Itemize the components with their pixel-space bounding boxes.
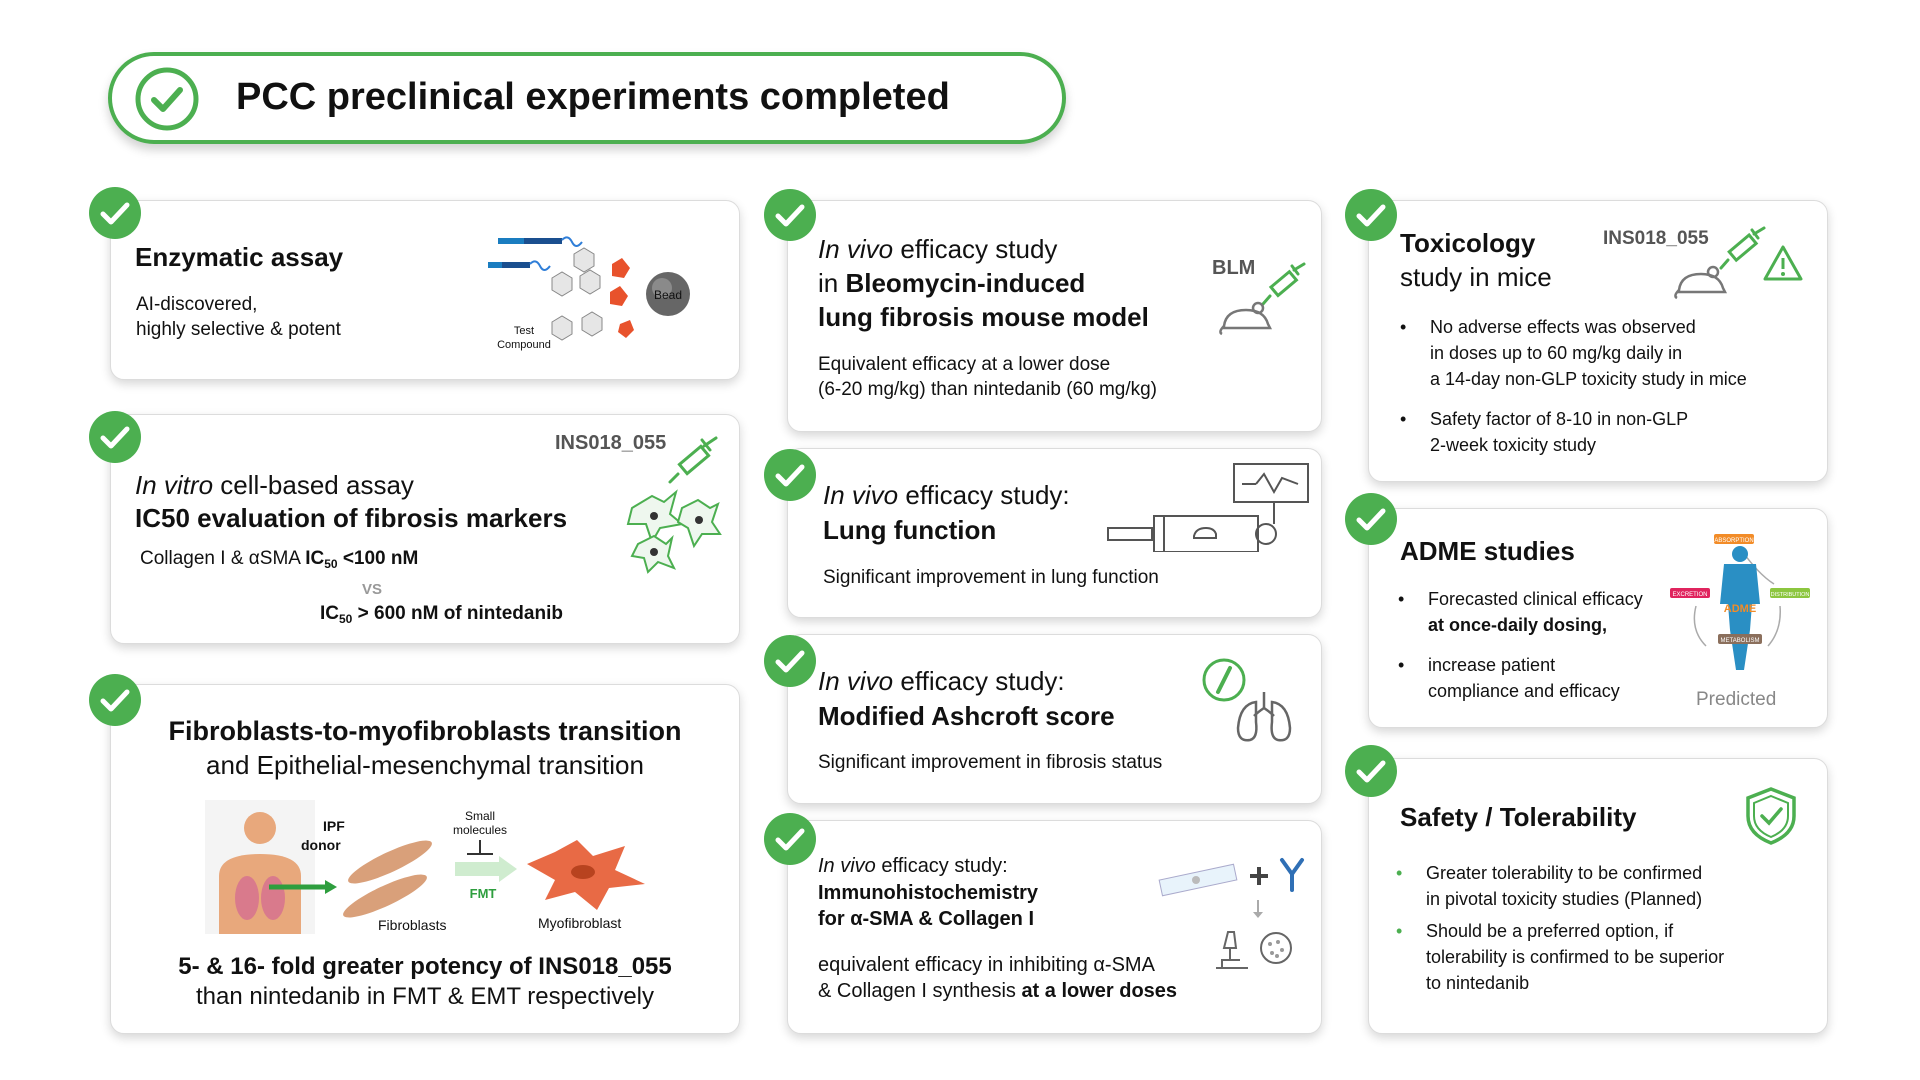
ihc-line3: for α-SMA & Collagen I: [818, 908, 1034, 930]
check-circle-icon: [89, 674, 141, 726]
check-circle-icon: [764, 189, 816, 241]
check-circle-icon: [764, 635, 816, 687]
enzymatic-line2: highly selective & potent: [136, 319, 341, 340]
ihc-line1: In vivo efficacy study:: [818, 855, 1008, 877]
metabolism-label: METABOLISM: [1721, 638, 1760, 644]
blm-line1: In vivo efficacy study: [818, 234, 1058, 264]
safety-tolerability-card: [1368, 758, 1828, 1034]
vs-label: VS: [362, 581, 383, 598]
mouse-icon: [1674, 265, 1728, 300]
fmt-label: FMT: [470, 886, 497, 901]
tox-code: INS018_055: [1603, 228, 1709, 249]
in-vitro-line4: IC50 > 600 nM of nintedanib: [320, 603, 563, 626]
check-circle-icon: [89, 411, 141, 463]
ihc-desc2: & Collagen I synthesis at a lower doses: [818, 980, 1178, 1002]
title-banner: PCC preclinical experiments completed: [108, 52, 1066, 144]
in-vitro-line1: In vitro cell-based assay: [135, 470, 414, 500]
adme-title: ADME studies: [1400, 536, 1575, 566]
compound-code: INS018_055: [555, 432, 667, 454]
tox-title1: Toxicology: [1400, 228, 1536, 258]
adme-card: [1368, 508, 1828, 728]
ihc-line2: Immunohistochemistry: [818, 882, 1039, 904]
cell-cluster-icon: [626, 489, 722, 574]
blm-desc1: Equivalent efficacy at a lower dose: [818, 354, 1111, 375]
page-title: PCC preclinical experiments completed: [236, 76, 950, 118]
mouse-icon: [1219, 301, 1273, 336]
fmt-title1: Fibroblasts-to-myofibroblasts transition: [168, 716, 682, 746]
in-vitro-line3: Collagen I & αSMA IC50 <100 nM: [140, 548, 419, 571]
enzymatic-line1: AI-discovered,: [136, 294, 258, 315]
assay-diagram: Bead Test Compound: [488, 236, 690, 351]
safety-title: Safety / Tolerability: [1400, 802, 1637, 832]
blm-line2: in Bleomycin-induced: [818, 268, 1086, 298]
myofibroblast-label: Myofibroblast: [538, 915, 621, 931]
ihc-diagram: [1158, 858, 1304, 969]
check-circle-icon: [1345, 493, 1397, 545]
fmt-title2: and Epithelial-mesenchymal transition: [206, 750, 644, 780]
excretion-label: EXCRETION: [1672, 592, 1707, 598]
blm-line3: lung fibrosis mouse model: [818, 302, 1149, 332]
in-vitro-assay-card: [110, 414, 740, 644]
ipf-label1: IPF: [323, 818, 345, 834]
lungfn-line2: Lung function: [823, 515, 997, 545]
check-circle-icon: [135, 67, 199, 131]
check-circle-icon: [1345, 189, 1397, 241]
fmt-result2: than nintedanib in FMT & EMT respectivel…: [196, 983, 654, 1010]
check-circle-icon: [1345, 745, 1397, 797]
ihc-card: [787, 820, 1322, 1034]
lung-function-card: [787, 448, 1322, 618]
bleomycin-study-card: [787, 200, 1322, 432]
small-label2: molecules: [453, 823, 507, 837]
test-label: Test: [514, 325, 534, 337]
check-circle-icon: [89, 187, 141, 239]
warning-icon: [1763, 245, 1803, 281]
lungfn-line1: In vivo efficacy study:: [823, 480, 1070, 510]
in-vitro-line2: IC50 evaluation of fibrosis markers: [135, 503, 568, 533]
adme-word: ADME: [1724, 603, 1756, 615]
check-circle-icon: [764, 449, 816, 501]
syringe-icon: [1719, 226, 1766, 270]
lungfn-desc: Significant improvement in lung function: [823, 567, 1159, 588]
fibroblasts-label: Fibroblasts: [378, 917, 446, 933]
distribution-label: DISTRIBUTION: [1771, 592, 1810, 598]
blm-label: BLM: [1212, 257, 1256, 279]
ihc-desc1: equivalent efficacy in inhibiting α-SMA: [818, 954, 1155, 976]
lung-function-apparatus: [1107, 463, 1309, 552]
syringe-icon: [1261, 262, 1306, 306]
check-circle-icon: [764, 813, 816, 865]
blm-desc2: (6-20 mg/kg) than nintedanib (60 mg/kg): [818, 379, 1158, 400]
compound-label: Compound: [497, 339, 551, 351]
enzymatic-assay-card: [110, 200, 740, 380]
enzymatic-title: Enzymatic assay: [135, 242, 344, 272]
ashcroft-desc: Significant improvement in fibrosis stat…: [818, 752, 1163, 773]
lung-icon: [1202, 658, 1292, 742]
shield-check-icon: [1746, 787, 1796, 845]
tox-title2: study in mice: [1400, 262, 1552, 292]
ashcroft-line1: In vivo efficacy study:: [818, 666, 1065, 696]
absorption-label: ABSORPTION: [1714, 538, 1753, 544]
human-body-icon: ABSORPTION DISTRIBUTION METABOLISM EXCRE…: [1670, 534, 1810, 670]
ashcroft-line2: Modified Ashcroft score: [818, 701, 1115, 731]
fmt-diagram: IPF donor Fibroblasts Small molecules FM…: [205, 800, 645, 934]
ipf-label2: donor: [301, 837, 341, 853]
bead-label: Bead: [654, 288, 682, 302]
syringe-icon: [668, 436, 718, 484]
predicted-label: Predicted: [1696, 689, 1777, 710]
fmt-result1: 5- & 16- fold greater potency of INS018_…: [178, 953, 672, 980]
small-label1: Small: [465, 809, 495, 823]
